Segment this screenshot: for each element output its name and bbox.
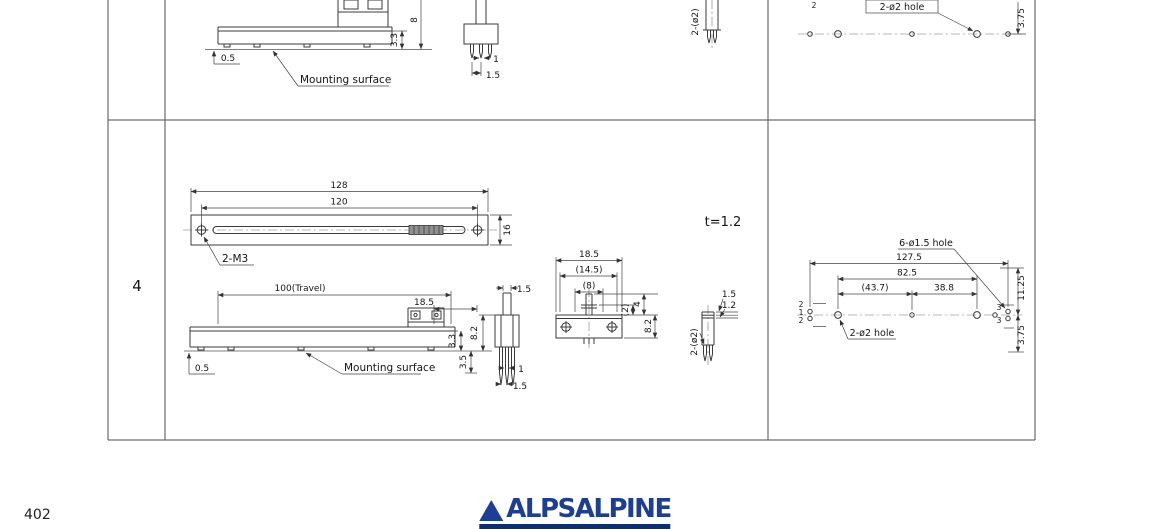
row4-top-view: 128 120 16 2-M3 xyxy=(183,181,513,266)
row4-side-view: 100(Travel) 18.5 0.5 Mounting surface xyxy=(184,284,531,392)
row4-section-view: 18.5 (14.5) (8) (2) 4 8.2 xyxy=(555,250,658,348)
dim-pin-width: 1 xyxy=(518,365,524,375)
dim-h2: 3.5 xyxy=(459,355,469,369)
dim-h1: 3.3 xyxy=(448,334,458,348)
dim-travel: 100(Travel) xyxy=(275,284,326,294)
row4-pcb-hole-layout: 127.5 82.5 (43.7) 38.8 6-ø1.5 hole 2-ø2 … xyxy=(797,238,1027,353)
left-offset-1: 2 xyxy=(799,300,804,309)
row3-dim-total-height: 8 xyxy=(410,17,420,23)
dim-knob-width: 1.5 xyxy=(517,285,531,295)
dim-foot-gap: 0.5 xyxy=(195,364,209,374)
hole6-label: 6-ø1.5 hole xyxy=(899,238,953,249)
alps-logo-wordmark: ALPSALPINE xyxy=(506,494,672,524)
left-offset-2: 1 xyxy=(799,308,804,317)
right-offset-2: 3 xyxy=(997,316,1002,325)
row3-dim-pin-width: 1 xyxy=(493,55,499,65)
dim-d1: (2) xyxy=(621,304,631,317)
row3-dim-pin-pitch: 1.5 xyxy=(486,71,500,81)
row3-side-view: 0.5 Mounting surface 3.3 8 xyxy=(205,0,432,87)
dim-sub-span-b: 38.8 xyxy=(934,284,954,294)
dim-outer-hole-span: 127.5 xyxy=(896,253,922,263)
dim-inner-hole-span: 82.5 xyxy=(897,269,917,279)
row3-pcb-edge-dim: 3.75 xyxy=(1017,8,1027,28)
row3-dim-gap: 0.5 xyxy=(221,54,235,64)
dim-lug-offset: 18.5 xyxy=(414,298,434,308)
thickness-note: t=1.2 xyxy=(705,215,742,230)
dim-sub-span-a: (43.7) xyxy=(861,284,888,294)
row3-pcb-hole-layout: 2 2-ø2 hole 3.75 xyxy=(798,0,1027,38)
row3-pcb-offset-dim: 2 xyxy=(812,1,817,10)
dim-plate-t2: 1.2 xyxy=(722,301,736,311)
left-offset-3: 2 xyxy=(799,316,804,325)
right-offset-1: 3 xyxy=(997,303,1002,312)
pin-hole-label: 2-(ø2) xyxy=(690,328,700,355)
alps-logo-underline-bar xyxy=(479,524,671,529)
dim-bottom-offset: 3.75 xyxy=(1017,325,1027,345)
slider-knob xyxy=(408,225,444,235)
dim-pin-pitch: 1.5 xyxy=(513,382,527,392)
alps-triangle-icon xyxy=(479,500,504,521)
row3-pin-hole-label: 2-(ø2) xyxy=(691,8,701,35)
dim-plate-t1: 1.5 xyxy=(722,290,736,300)
dim-hole-span: 120 xyxy=(330,198,347,208)
dim-body-width: 16 xyxy=(503,224,513,236)
row3-pin-detail-view: 2-(ø2) xyxy=(691,0,721,50)
dim-slot-width: (8) xyxy=(583,282,596,292)
dim-d3: 8.2 xyxy=(644,319,654,333)
row4-mounting-surface-label: Mounting surface xyxy=(344,362,435,374)
row4-pin-detail-view: 1.5 1.2 2-(ø2) xyxy=(690,290,738,368)
dim-height-above-surface: 8.2 xyxy=(470,326,480,340)
dim-d2: 4 xyxy=(633,301,643,307)
row3-pcb-label-box xyxy=(865,0,939,14)
row-number-label: 4 xyxy=(132,277,142,295)
table-grid xyxy=(107,0,1036,441)
row3-mounting-surface-label: Mounting surface xyxy=(300,74,391,86)
row3-pcb-hole-label: 2-ø2 hole xyxy=(880,2,925,13)
hole2-label: 2-ø2 hole xyxy=(850,328,895,339)
alps-alpine-logo: ALPSALPINE xyxy=(479,494,672,529)
dim-top-offset: 11.25 xyxy=(1017,275,1027,301)
row3-dim-body-height: 3.3 xyxy=(390,33,400,47)
dim-flange-width: 18.5 xyxy=(579,250,599,260)
dim-overall-length: 128 xyxy=(330,181,347,191)
page-number: 402 xyxy=(24,507,51,523)
row3-front-view: 1 1.5 xyxy=(463,0,500,81)
dim-inner-width: (14.5) xyxy=(575,266,602,276)
screw-hole-label: 2-M3 xyxy=(222,253,248,265)
